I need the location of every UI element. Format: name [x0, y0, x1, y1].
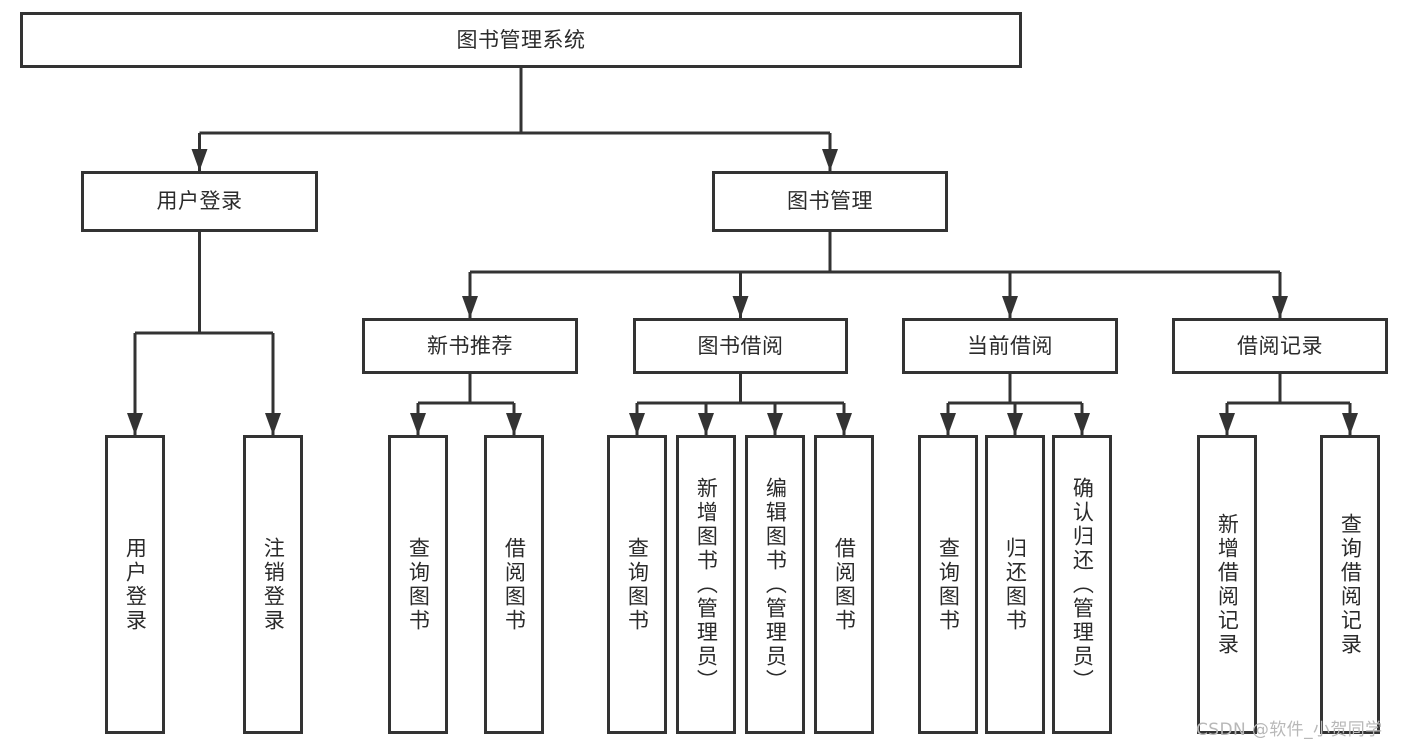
arrowhead-l-edit-book [767, 413, 783, 435]
node-label-l-logout: 注销登录 [261, 536, 286, 633]
node-label-root: 图书管理系统 [456, 27, 586, 52]
node-label-l-query-book1: 查询图书 [406, 536, 431, 633]
node-l-query-book3[interactable]: 查询图书 [918, 435, 978, 734]
node-label-user-login: 用户登录 [156, 189, 243, 214]
arrowhead-l-query-book3 [940, 413, 956, 435]
node-label-l-edit-book: 编辑图书（管理员） [763, 476, 788, 693]
node-borrow-record[interactable]: 借阅记录 [1172, 318, 1388, 374]
node-label-l-confirm-ret: 确认归还（管理员） [1070, 476, 1095, 693]
node-l-borrow-book2[interactable]: 借阅图书 [814, 435, 874, 734]
node-new-book-rec[interactable]: 新书推荐 [362, 318, 578, 374]
arrowhead-l-query-book2 [629, 413, 645, 435]
node-l-add-record[interactable]: 新增借阅记录 [1197, 435, 1257, 734]
node-book-manage[interactable]: 图书管理 [712, 171, 948, 232]
node-l-edit-book[interactable]: 编辑图书（管理员） [745, 435, 805, 734]
node-label-l-user-login: 用户登录 [123, 536, 148, 633]
node-l-borrow-book1[interactable]: 借阅图书 [484, 435, 544, 734]
node-l-return-book[interactable]: 归还图书 [985, 435, 1045, 734]
node-l-query-book1[interactable]: 查询图书 [388, 435, 448, 734]
arrowhead-l-user-login [127, 413, 143, 435]
arrowhead-l-borrow-book1 [506, 413, 522, 435]
node-current-borrow[interactable]: 当前借阅 [902, 318, 1118, 374]
arrowhead-l-add-book [698, 413, 714, 435]
node-label-l-query-book3: 查询图书 [936, 536, 961, 633]
node-label-current-borrow: 当前借阅 [967, 333, 1053, 358]
node-l-query-book2[interactable]: 查询图书 [607, 435, 667, 734]
arrowhead-borrow-record [1272, 296, 1288, 318]
arrowhead-new-book-rec [462, 296, 478, 318]
arrowhead-book-borrow [732, 296, 749, 318]
node-label-borrow-record: 借阅记录 [1237, 333, 1323, 358]
arrowhead-l-query-record [1342, 413, 1358, 435]
node-label-l-borrow-book1: 借阅图书 [502, 536, 527, 633]
node-label-l-borrow-book2: 借阅图书 [832, 536, 857, 633]
arrowhead-l-query-book1 [410, 413, 426, 435]
node-label-new-book-rec: 新书推荐 [427, 333, 513, 358]
node-root[interactable]: 图书管理系统 [20, 12, 1022, 68]
node-l-user-login[interactable]: 用户登录 [105, 435, 165, 734]
node-label-l-add-record: 新增借阅记录 [1215, 512, 1240, 657]
node-user-login[interactable]: 用户登录 [81, 171, 318, 232]
arrowhead-l-add-record [1219, 413, 1235, 435]
node-book-borrow[interactable]: 图书借阅 [633, 318, 848, 374]
watermark: CSDN @软件_小贺同学 [1196, 720, 1383, 740]
arrowhead-user-login [191, 149, 208, 171]
node-l-logout[interactable]: 注销登录 [243, 435, 303, 734]
arrowhead-book-manage [822, 149, 838, 171]
node-l-confirm-ret[interactable]: 确认归还（管理员） [1052, 435, 1112, 734]
node-label-l-query-record: 查询借阅记录 [1338, 512, 1363, 657]
arrowhead-l-logout [265, 413, 281, 435]
node-label-l-add-book: 新增图书（管理员） [694, 476, 719, 693]
node-l-add-book[interactable]: 新增图书（管理员） [676, 435, 736, 734]
node-label-book-borrow: 图书借阅 [697, 333, 784, 358]
node-label-l-query-book2: 查询图书 [625, 536, 650, 633]
arrowhead-l-return-book [1007, 413, 1023, 435]
node-label-book-manage: 图书管理 [787, 189, 873, 214]
arrowhead-l-confirm-ret [1074, 413, 1090, 435]
node-l-query-record[interactable]: 查询借阅记录 [1320, 435, 1380, 734]
arrowhead-current-borrow [1002, 296, 1018, 318]
node-label-l-return-book: 归还图书 [1003, 536, 1028, 633]
arrowhead-l-borrow-book2 [836, 413, 852, 435]
